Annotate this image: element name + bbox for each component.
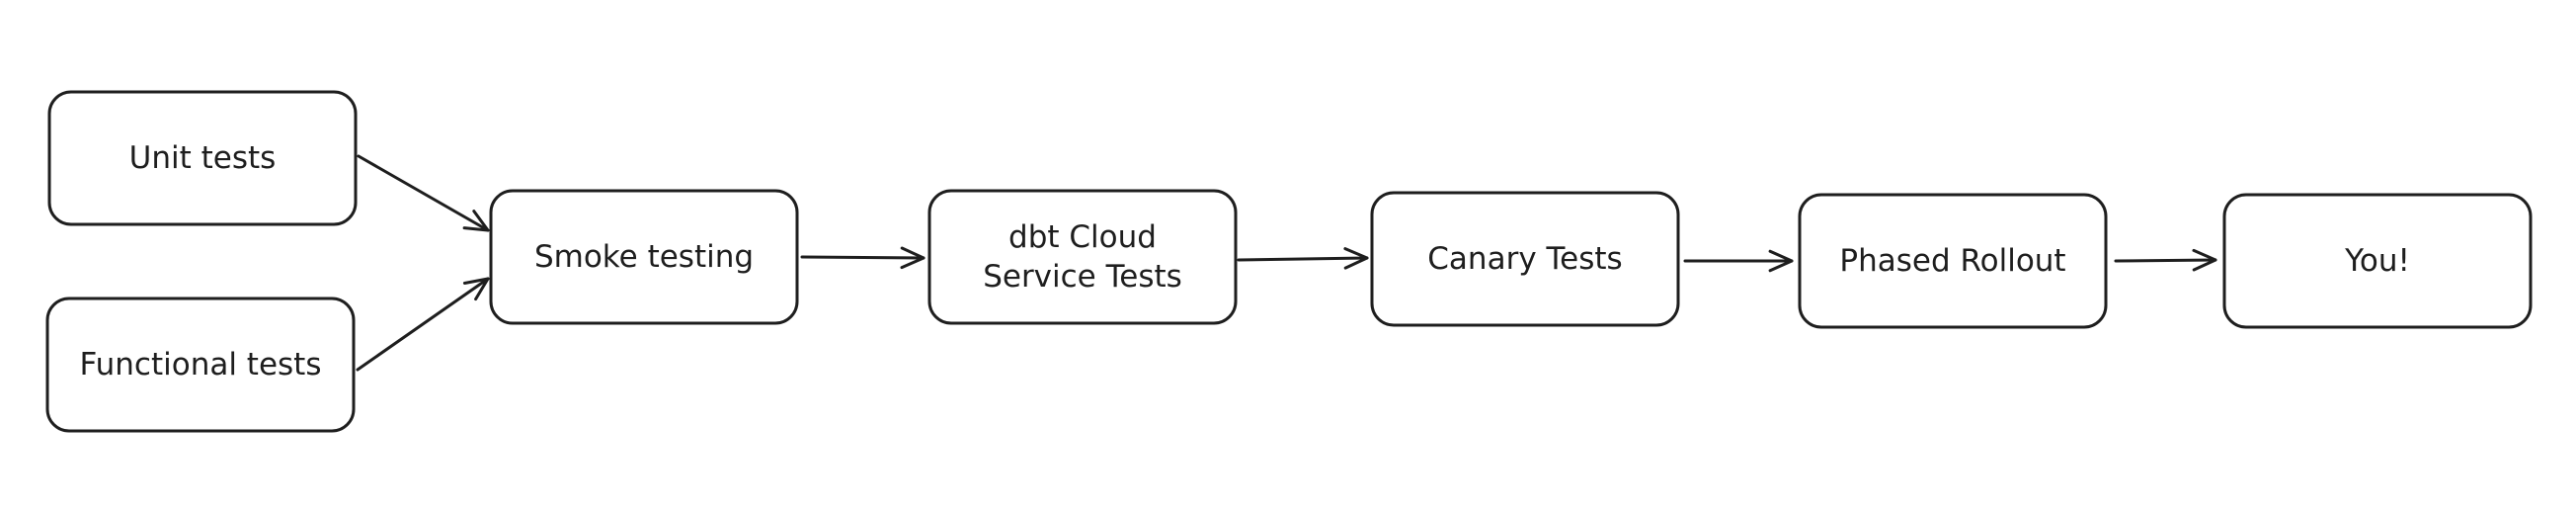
node-label: Canary Tests [1427,241,1622,277]
arrow-line [357,154,490,232]
node-label: Unit tests [129,140,277,176]
node-box [2222,193,2533,329]
node-unit: Unit tests [47,90,358,226]
arrow-head [1343,247,1369,270]
node-box [47,90,358,226]
node-label: Smoke testing [534,239,754,275]
arrow-head [462,210,490,232]
arrow-line [1237,256,1369,262]
arrow-head [2192,248,2217,272]
arrow-line [356,277,490,372]
node-label: dbt Cloud [1008,219,1157,255]
arrow-head [1768,249,1794,273]
arrow-canary-to-phased [1683,249,1794,273]
arrow-line [800,255,926,260]
arrow-unit-to-smoke [357,154,490,232]
node-label: Service Tests [983,259,1182,295]
arrow-line [2114,258,2217,263]
node-box [1370,191,1680,327]
node-label: Functional tests [79,347,321,382]
arrow-functional-to-smoke [356,277,490,372]
arrow-phased-to-you [2114,248,2217,272]
node-box [927,189,1238,325]
node-canary: Canary Tests [1370,191,1680,327]
node-smoke: Smoke testing [489,189,799,325]
node-label: Phased Rollout [1839,243,2065,279]
edges-layer [356,154,2217,372]
arrow-head [900,246,926,270]
arrow-dbt-to-canary [1237,247,1369,270]
node-functional: Functional tests [45,297,356,433]
node-you: You! [2222,193,2533,329]
node-phased: Phased Rollout [1798,193,2108,329]
node-box [489,189,799,325]
arrow-smoke-to-dbt [800,246,926,270]
arrow-head [462,277,490,301]
node-box [1798,193,2108,329]
node-label: You! [2344,243,2410,279]
node-box [45,297,356,433]
